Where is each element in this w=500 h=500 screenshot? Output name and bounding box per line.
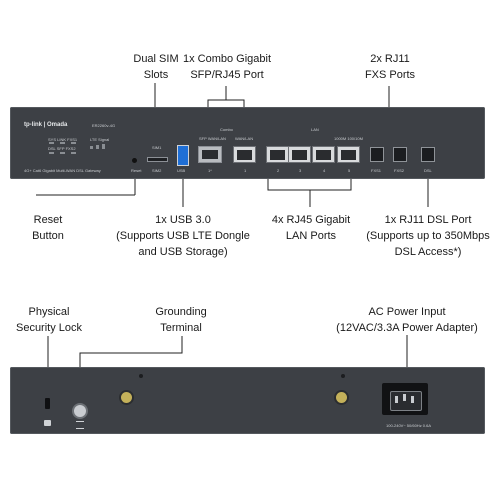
label-dsl-port: 1x RJ11 DSL Port (Supports up to 350Mbps…: [366, 214, 490, 258]
led-fxs2: [71, 152, 76, 154]
lan-port-5[interactable]: [337, 146, 360, 163]
led-sfp: [60, 152, 65, 154]
sfp-port[interactable]: [198, 146, 222, 163]
lan-port-3[interactable]: [288, 146, 311, 163]
ac-pin-right: [411, 396, 414, 403]
mount-screw-right: [336, 392, 347, 403]
dsl-text: DSL: [424, 168, 432, 173]
label-dual-sim: Dual SIM Slots: [133, 53, 179, 81]
led-sys: [49, 142, 54, 144]
reset-button[interactable]: [132, 158, 137, 163]
model-text: ER2260v-4G: [92, 123, 116, 128]
grounding-terminal[interactable]: [74, 405, 86, 417]
fxs2-text: FXS2: [394, 168, 405, 173]
led-lte-3: [102, 144, 105, 149]
lte-signal-label: LTE Signal: [90, 137, 110, 142]
sim2-text: SIM2: [152, 168, 162, 173]
label-lan-ports: 4x RJ45 Gigabit LAN Ports: [271, 214, 351, 242]
rj45-wan-text: WAN/LAN: [235, 136, 254, 141]
security-lock-slot[interactable]: [45, 398, 50, 409]
label-reset-button: Reset Button: [32, 214, 64, 242]
lock-icon: [44, 420, 51, 426]
combo-rj45-port[interactable]: [233, 146, 256, 163]
fxs1-text: FXS1: [371, 168, 382, 173]
lan-port-4[interactable]: [312, 146, 335, 163]
lan-text: LAN: [311, 127, 319, 132]
reset-text: Reset: [131, 168, 142, 173]
ac-pin-center: [403, 394, 406, 401]
brand-logo: tp-link | Omada: [24, 122, 68, 128]
label-security-lock: Physical Security Lock: [15, 306, 83, 334]
top-screw-right: [341, 374, 345, 378]
ac-pin-left: [395, 396, 398, 403]
sim1-text: SIM1: [152, 145, 162, 150]
label-fxs-ports: 2x RJ11 FXS Ports: [364, 53, 416, 81]
led-lte-1: [90, 146, 93, 149]
led-labels-row1: SYS LINK FXS1: [48, 137, 78, 142]
led-lte-2: [96, 145, 99, 149]
port2-num: 2: [277, 168, 280, 173]
label-usb: 1x USB 3.0 (Supports USB LTE Dongle and …: [116, 214, 250, 258]
label-power-input: AC Power Input (12VAC/3.3A Power Adapter…: [336, 306, 478, 334]
label-combo-port: 1x Combo Gigabit SFP/RJ45 Port: [182, 53, 272, 81]
subtitle-text: 4G+ Cat6 Gigabit Multi-WAN DSL Gateway: [24, 168, 101, 173]
router-front-panel: [10, 107, 485, 179]
port1-num: 1: [244, 168, 247, 173]
combo-text: Combo: [220, 127, 233, 132]
lan-port-2[interactable]: [266, 146, 289, 163]
led-labels-row2: DSL SFP FXS2: [48, 146, 76, 151]
fxs1-port[interactable]: [370, 147, 384, 162]
usb-port[interactable]: [177, 145, 189, 166]
power-rating-text: 100-240V~ 50/60Hz 0.6A: [386, 423, 432, 428]
sfp-port-num: 1*: [208, 168, 212, 173]
led-dsl: [49, 152, 54, 154]
top-screw-left: [139, 374, 143, 378]
led-fxs1: [71, 142, 76, 144]
dsl-port[interactable]: [421, 147, 435, 162]
led-link: [60, 142, 65, 144]
port4-num: 4: [323, 168, 326, 173]
usb-text: USB: [177, 168, 186, 173]
ac-power-socket[interactable]: [382, 383, 428, 415]
ground-icon: [76, 421, 84, 429]
mount-screw-left: [121, 392, 132, 403]
sfp-wan-text: SFP WAN/LAN: [199, 136, 226, 141]
sim-slot[interactable]: [147, 157, 168, 162]
label-grounding-terminal: Grounding Terminal: [155, 306, 207, 334]
port5-num: 5: [348, 168, 351, 173]
fxs2-port[interactable]: [393, 147, 407, 162]
port3-num: 3: [299, 168, 302, 173]
speed-text: 1000M 100/10M: [334, 136, 363, 141]
